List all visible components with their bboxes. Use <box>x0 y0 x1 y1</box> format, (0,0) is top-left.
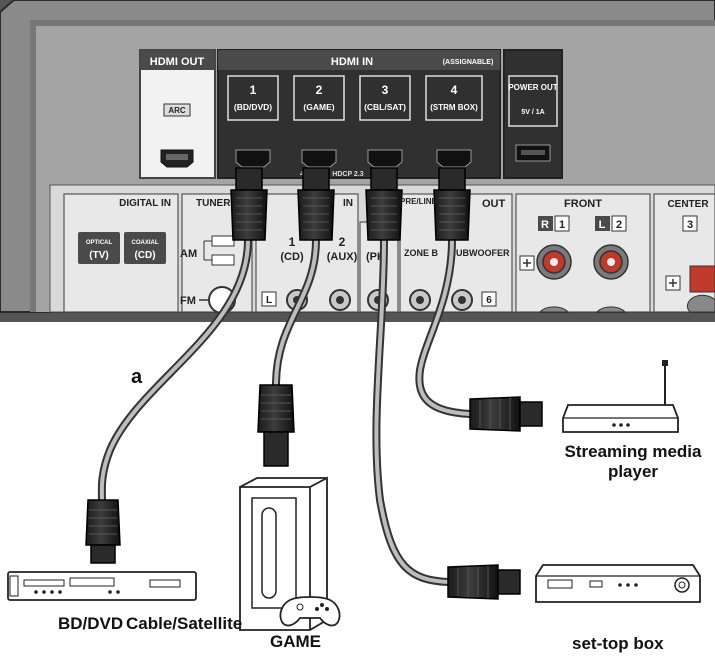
coaxial-label: COAXIAL <box>132 240 159 246</box>
hdmi-plug-bd-dvd <box>85 499 121 564</box>
hdmi-in-title: HDMI IN <box>331 56 373 68</box>
svg-text:2: 2 <box>616 219 622 231</box>
cable-satellite-label: Cable/Satellite <box>126 614 243 633</box>
cable-game <box>272 236 320 389</box>
power-out-section: POWER OUT 5V / 1A <box>503 49 563 179</box>
out-title: OUT <box>482 198 506 210</box>
svg-text:(STRM BOX): (STRM BOX) <box>430 103 478 112</box>
audio-in-title: IN <box>343 198 353 209</box>
center-speaker-section: CENTER 3 <box>653 193 715 313</box>
svg-text:(CD): (CD) <box>280 251 304 263</box>
bd-dvd-label: BD/DVD <box>58 614 124 633</box>
power-out-title: POWER OUT <box>508 83 557 92</box>
svg-text:L: L <box>599 219 606 231</box>
hdmi-plug-set-top-box <box>447 564 521 600</box>
channel-6-label: 6 <box>486 295 492 306</box>
hdmi-plug-streaming <box>469 396 543 432</box>
hdmi-out-title: HDMI OUT <box>150 56 205 68</box>
power-out-spec: 5V / 1A <box>521 109 544 116</box>
hdmi-out-section: HDMI OUT ARC <box>139 49 216 179</box>
pre-line-out-title: PRE/LINE OUT <box>400 197 456 206</box>
svg-text:1: 1 <box>289 235 296 249</box>
coaxial-input-name: (CD) <box>134 250 155 261</box>
center-title: CENTER <box>667 199 709 210</box>
svg-text:4: 4 <box>451 83 458 97</box>
hdmi-plugs-in-panel <box>230 167 471 241</box>
tuner-title: TUNER <box>196 198 231 209</box>
streaming-label-line2: player <box>607 461 659 481</box>
am-label: AM <box>180 248 197 260</box>
svg-text:3: 3 <box>382 83 389 97</box>
streaming-player-label: Streaming media player <box>560 442 706 481</box>
game-controller-icon <box>279 596 341 627</box>
set-top-box-label: set-top box <box>572 634 664 653</box>
svg-text:1: 1 <box>559 219 565 231</box>
svg-text:(AUX): (AUX) <box>327 251 358 263</box>
subwoofer-label: SUBWOOFER <box>450 248 510 258</box>
game-console <box>239 476 341 631</box>
svg-text:R: R <box>541 219 549 231</box>
cable-cable-sat <box>372 236 452 586</box>
digital-in-section: DIGITAL IN OPTICAL (TV) COAXIAL (CD) <box>63 193 179 313</box>
zone-b-label: ZONE B <box>404 248 439 258</box>
svg-text:2: 2 <box>339 235 346 249</box>
streaming-media-player <box>562 360 679 433</box>
hdmi-plug-game <box>257 384 295 467</box>
bd-dvd-player <box>7 571 197 601</box>
cable-callout-a: a <box>131 366 143 388</box>
front-speaker-section: FRONT R 1 L 2 <box>515 193 651 313</box>
hdmi-in-section: HDMI IN (ASSIGNABLE) 1 (BD/DVD) 2 (GAME)… <box>217 49 501 179</box>
hdmi-in-3: 3 (CBL/SAT) <box>359 75 411 168</box>
streaming-label-line1: Streaming media <box>564 442 702 461</box>
set-top-box-device <box>535 564 701 603</box>
digital-in-title: DIGITAL IN <box>119 198 171 209</box>
hdmi-in-2: 2 (GAME) <box>293 75 345 168</box>
hdmi-in-4: 4 (STRM BOX) <box>425 75 483 168</box>
hdmi-cables <box>97 236 474 586</box>
pre-out-section: PRE/LINE OUT OUT ZONE B SUBWOOFER 6 <box>399 193 513 313</box>
svg-text:1: 1 <box>250 83 257 97</box>
svg-text:(BD/DVD): (BD/DVD) <box>234 102 272 112</box>
optical-input-name: (TV) <box>89 250 108 261</box>
fm-label: FM <box>180 295 196 307</box>
optical-label: OPTICAL <box>86 240 113 246</box>
cable-bd-dvd <box>97 236 252 504</box>
hdmi-in-1: 1 (BD/DVD) <box>227 75 279 168</box>
svg-text:(CBL/SAT): (CBL/SAT) <box>364 102 406 112</box>
svg-text:3: 3 <box>687 219 693 231</box>
hdmi-in-assignable: (ASSIGNABLE) <box>443 59 494 66</box>
game-label: GAME <box>270 632 321 651</box>
front-title: FRONT <box>564 198 602 210</box>
channel-l-label: L <box>266 295 272 306</box>
hdmi-version-text: 4K HDR · HDCP 2.3 <box>300 171 364 178</box>
svg-text:2: 2 <box>316 83 323 97</box>
svg-text:(GAME): (GAME) <box>303 102 334 112</box>
arc-label: ARC <box>168 106 186 115</box>
cable-streaming <box>415 236 474 418</box>
